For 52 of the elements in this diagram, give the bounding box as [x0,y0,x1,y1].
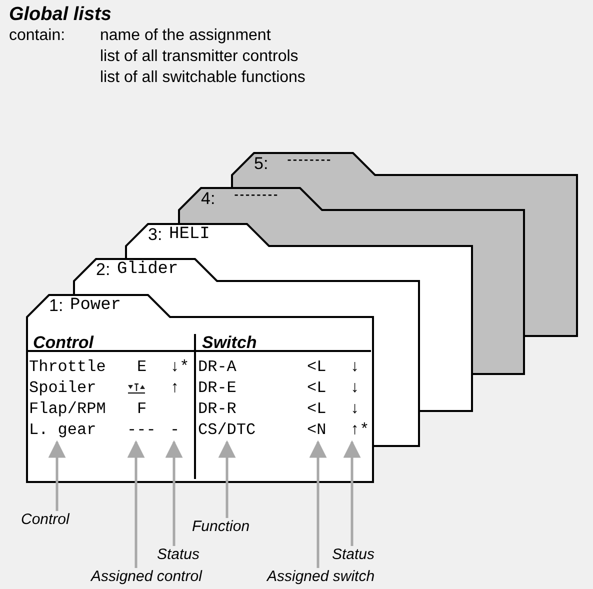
folder-name: HELI [169,226,210,244]
title: Global lists [9,3,112,27]
leader-arrow [343,440,361,546]
folder-name: Power [70,297,122,315]
callout-text: Assigned switch [267,568,375,586]
folder-number: 2: [96,261,110,279]
table-text: ↑* [350,420,370,441]
leader-arrow [218,440,236,518]
table-text: <L [307,357,326,378]
table-text: ↓ [350,399,360,420]
table-text: ↑ [170,378,180,399]
table-text: ↓ [350,357,360,378]
column-heading: Control [33,334,94,352]
table-text: Spoiler [29,378,96,399]
callout-text: Status [332,546,375,564]
table-text: ↓* [170,357,190,378]
folder-card [26,294,374,483]
table-text: E [137,357,147,378]
callout-text: Assigned control [91,568,202,586]
list-item: name of the assignment [100,26,271,46]
folder-number: 1: [49,297,64,315]
table-text: --- [127,420,156,441]
table-text: - [170,420,180,441]
table-text: DR-R [198,399,236,420]
table-text: Flap/RPM [29,399,106,420]
column-heading: Switch [202,334,257,352]
table-text: <N [307,420,326,441]
table-text: DR-A [198,357,236,378]
table-text: F [137,399,147,420]
table-text: <L [307,378,326,399]
callout-text: Status [157,546,200,564]
list-intro: contain: [9,26,66,46]
callout-text: Function [192,518,250,536]
folder-number: 4: [201,190,216,208]
list-item: list of all transmitter controls [100,47,298,67]
folder-number: 3: [148,226,162,244]
folder-name: -------- [233,189,278,204]
table-text: CS/DTC [198,420,256,441]
table-text: ↓ [350,378,360,399]
folder-name: -------- [286,154,331,169]
table-text: Throttle [29,357,106,378]
table-text: L. gear [29,420,96,441]
callout-text: Control [21,511,70,529]
table-text: DR-E [198,378,236,399]
list-item: list of all switchable functions [100,68,306,88]
leader-arrow [309,440,327,568]
folder-number: 5: [254,155,268,173]
leader-arrow [127,440,145,568]
leader-arrow [48,440,66,511]
table-text: <L [307,399,326,420]
folder-name: Glider [117,261,178,279]
leader-arrow [165,440,183,546]
